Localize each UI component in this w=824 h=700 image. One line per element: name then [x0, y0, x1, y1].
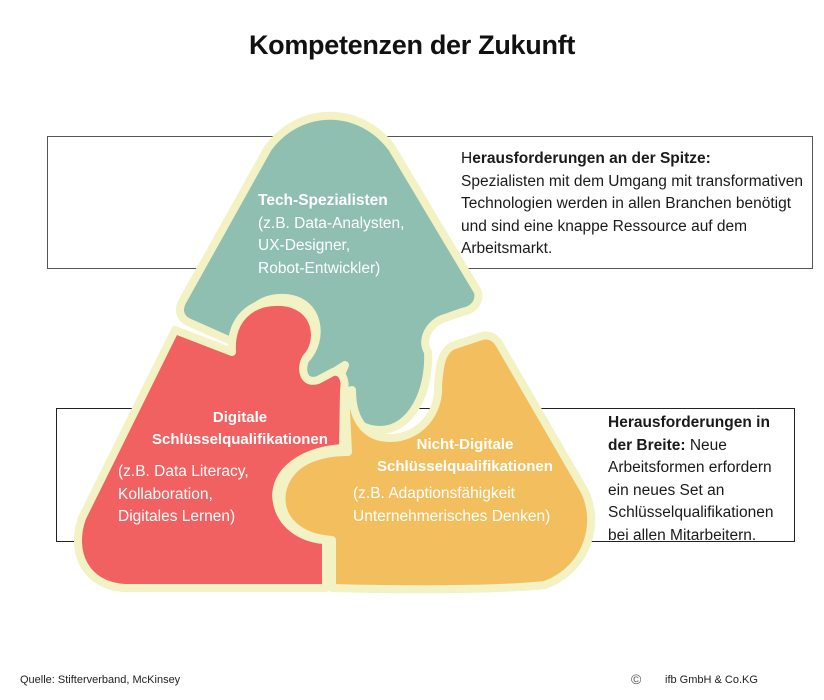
tech-example-1: (z.B. Data-Analysten,: [258, 214, 405, 232]
digital-example-2: Kollaboration,: [118, 485, 213, 503]
copyright-icon: ©: [631, 671, 642, 687]
puzzle-piece-digital: [74, 297, 349, 592]
non-digital-example-2: Unternehmerisches Denken): [353, 507, 551, 525]
non-digital-example-1: (z.B. Adaptionsfähigkeit: [353, 485, 515, 502]
non-digital-examples: (z.B. Adaptionsfähigkeit Unternehmerisch…: [353, 483, 593, 528]
non-digital-heading: Nicht-Digitale Schlüsselqualifikationen: [350, 434, 580, 478]
digital-examples: (z.B. Data Literacy, Kollaboration, Digi…: [118, 461, 318, 529]
callout-top-lead-plain: H: [461, 150, 473, 167]
digital-heading-line-2: Schlüsselqualifikationen: [152, 431, 328, 448]
puzzle-piece-non-digital: [277, 331, 595, 594]
digital-example-3: Digitales Lernen): [118, 508, 236, 525]
source-note: Quelle: Stifterverband, McKinsey: [20, 674, 181, 686]
digital-heading-line-1: Digitale: [212, 409, 268, 426]
callout-bottom-body: Neue Arbeitsformen erfordern ein neues S…: [608, 436, 774, 544]
digital-example-1: (z.B. Data Literacy,: [118, 463, 249, 480]
tech-example-3: Robot-Entwickler): [258, 259, 381, 277]
page-title: Kompetenzen der Zukunft: [248, 30, 576, 60]
company-name: ifb GmbH & Co.KG: [665, 674, 758, 686]
digital-heading: Digitale Schlüsselqualifikationen: [120, 407, 360, 451]
tech-heading: Tech-Spezialisten: [258, 192, 388, 209]
non-digital-heading-line-2: Schlüsselqualifikationen: [377, 458, 553, 475]
callout-top-text: Herausforderungen an der Spitze: Speziali…: [461, 148, 811, 261]
callout-top-lead-bold: erausforderungen an der Spitze:: [472, 150, 711, 167]
non-digital-heading-line-1: Nicht-Digitale: [416, 436, 514, 453]
tech-specialists-label: Tech-Spezialisten (z.B. Data-Analysten, …: [258, 190, 438, 280]
callout-bottom-lead-bold: Herausforderungen in der Breite:: [608, 414, 770, 454]
tech-example-2: UX-Designer,: [258, 237, 351, 254]
callout-bottom-text: Herausforderungen in der Breite: Neue Ar…: [608, 412, 794, 547]
callout-top-body: Spezialisten mit dem Umgang mit transfor…: [461, 172, 803, 258]
